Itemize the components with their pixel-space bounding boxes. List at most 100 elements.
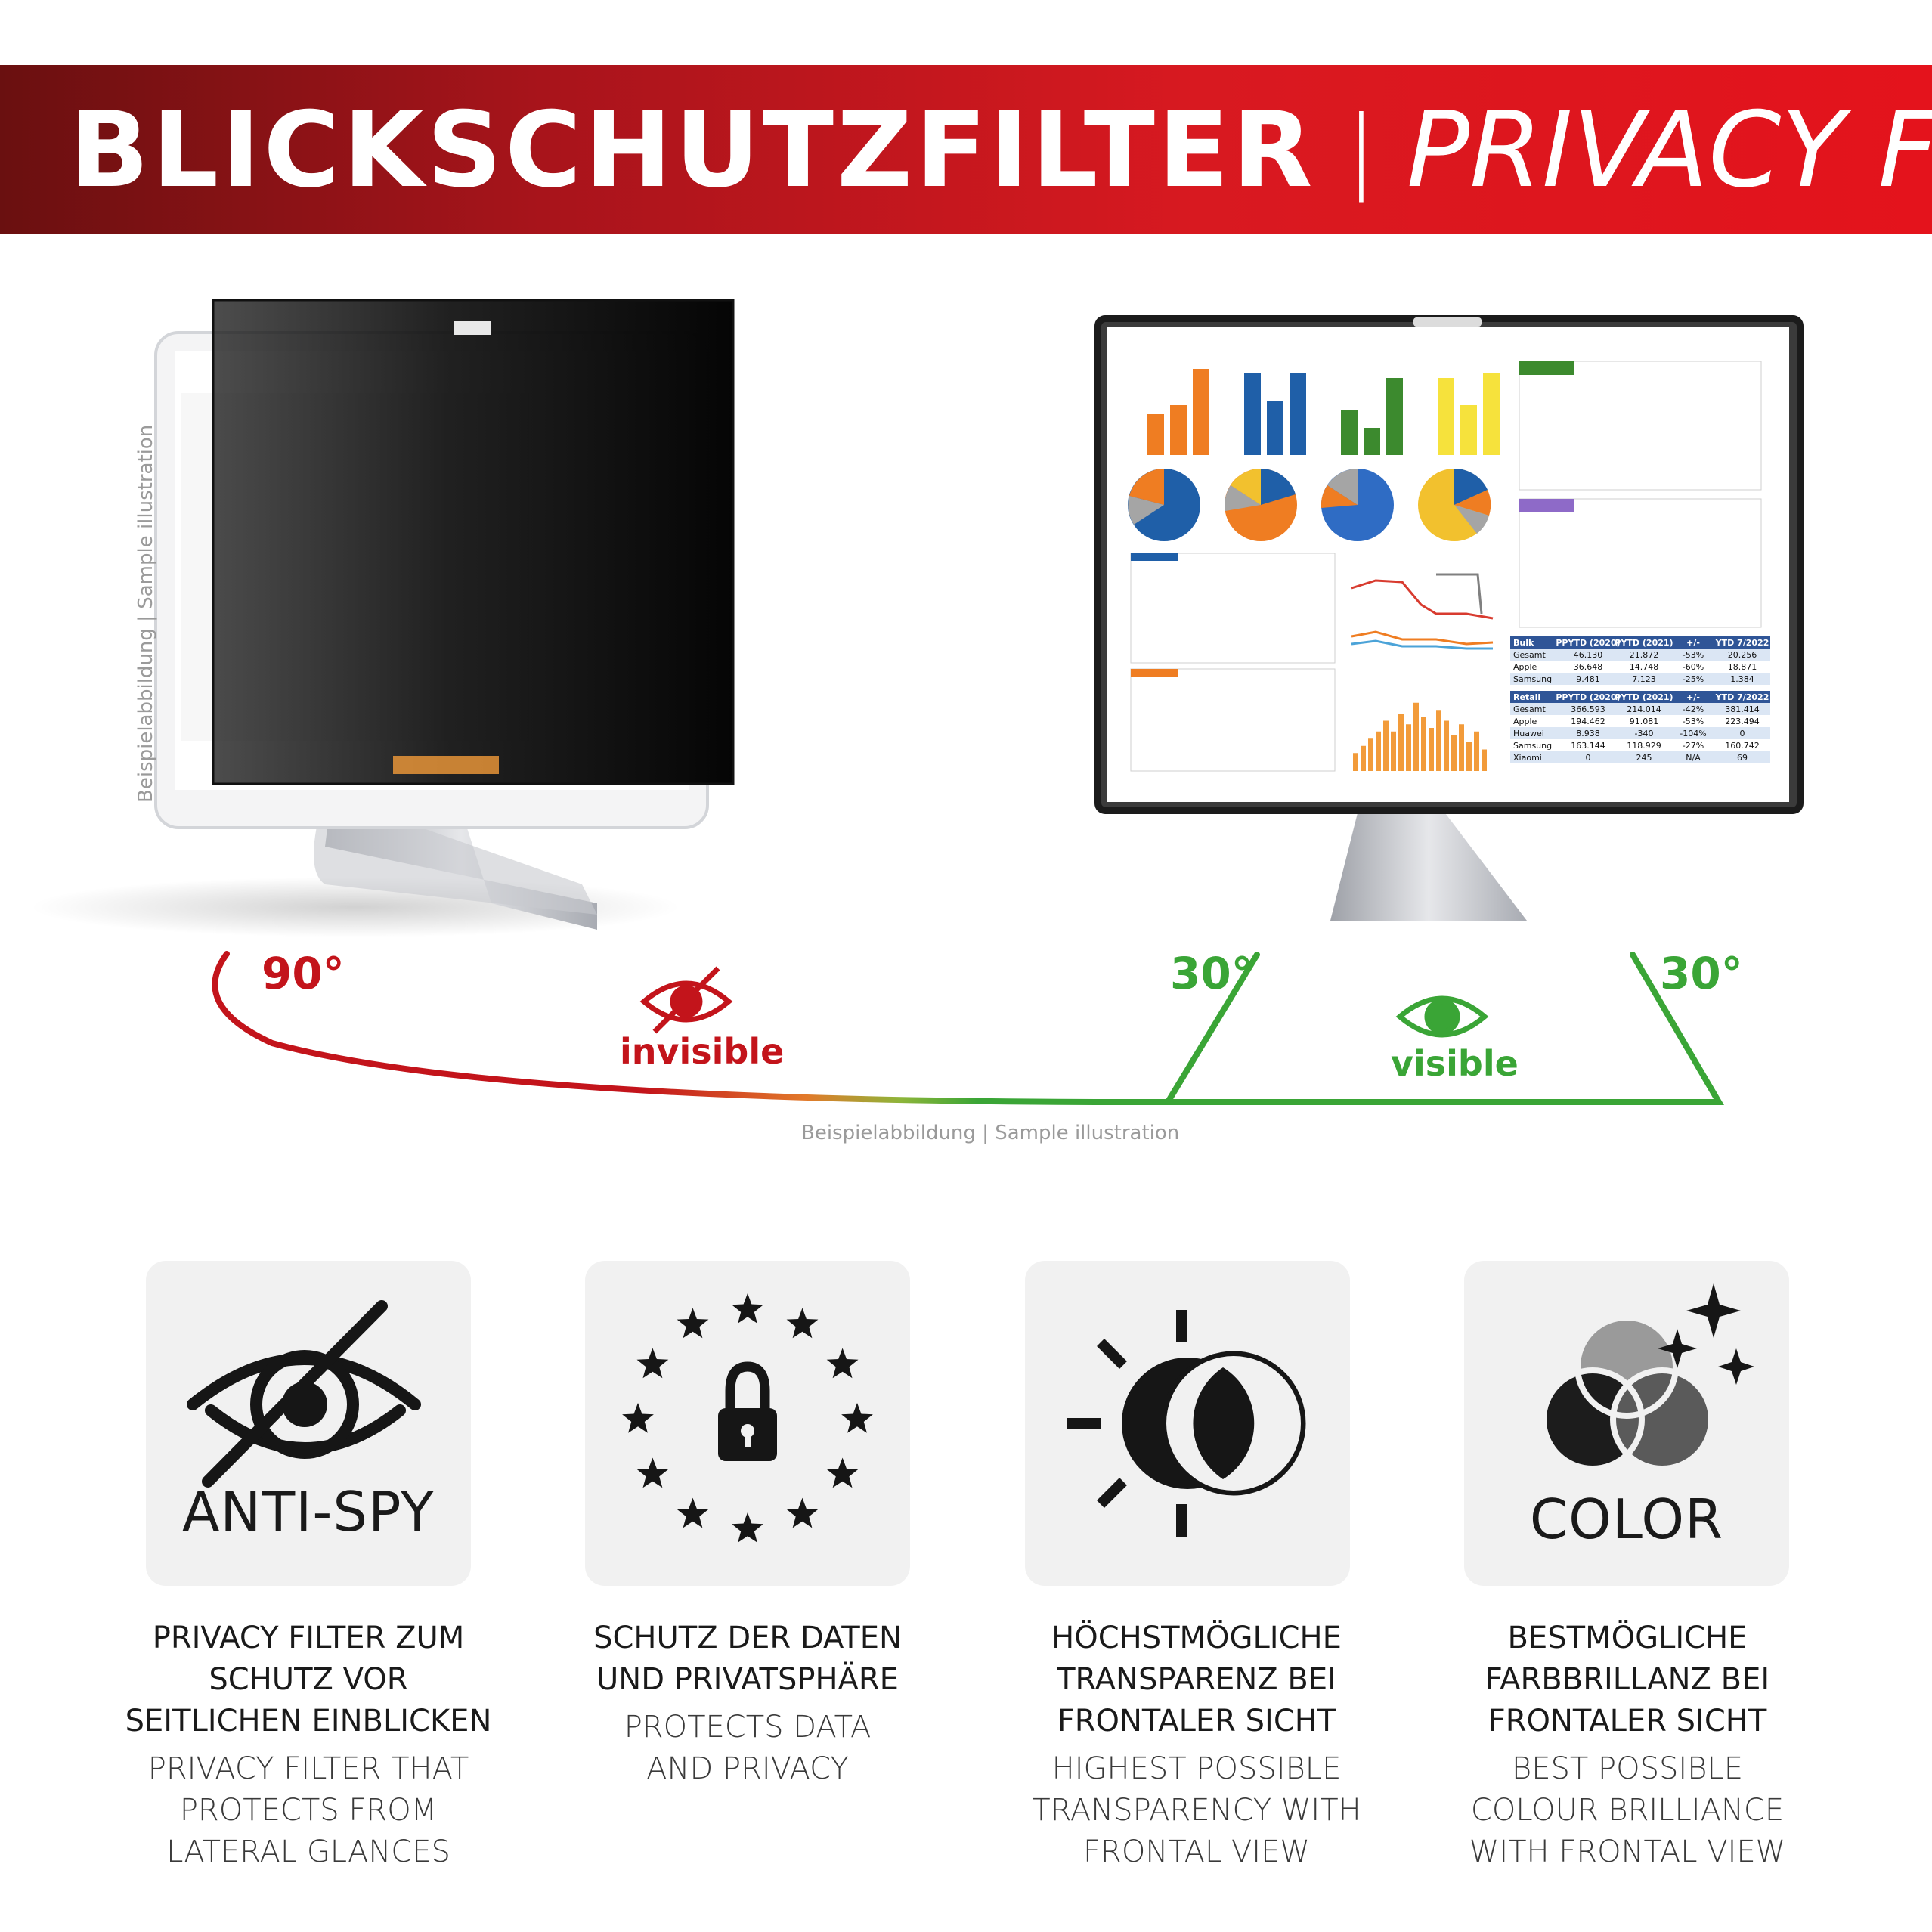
- screen-bar: [1244, 373, 1261, 455]
- table-cell: 194.462: [1571, 717, 1605, 726]
- header-banner: BLICKSCHUTZFILTER | PRIVACY FILTER: [0, 65, 1932, 234]
- feature-de-line: FRONTALER SICHT: [1057, 1704, 1336, 1738]
- table-cell: 245: [1636, 753, 1652, 763]
- table-cell: 214.014: [1627, 704, 1661, 714]
- screen-histogram: [1353, 702, 1487, 771]
- feature-en-line: TRANSPARENCY WITH: [1032, 1793, 1361, 1828]
- table-header-cell: Retail: [1513, 692, 1540, 702]
- histogram-bar: [1429, 728, 1434, 771]
- feature-card-data-protection: [585, 1261, 910, 1586]
- feature-en-line: PROTECTS FROM: [179, 1793, 438, 1828]
- star-icon: [841, 1403, 873, 1433]
- feature-en-line: HIGHEST POSSIBLE: [1051, 1751, 1342, 1786]
- histogram-bar: [1482, 749, 1487, 771]
- table-header-cell: +/-: [1686, 638, 1700, 648]
- table-cell: 366.593: [1571, 704, 1605, 714]
- invisible-label: invisible: [620, 1031, 785, 1072]
- feature-en-line: BEST POSSIBLE: [1512, 1751, 1743, 1786]
- star-icon: [622, 1403, 654, 1433]
- banner-title-en: PRIVACY FILTER: [1406, 88, 1932, 211]
- table-cell: -53%: [1683, 717, 1704, 726]
- feature-de-line: UND PRIVATSPHÄRE: [596, 1662, 899, 1697]
- screen-bar: [1483, 373, 1500, 455]
- table-cell: 163.144: [1571, 741, 1605, 751]
- star-icon: [732, 1293, 763, 1324]
- table-header-cell: PPYTD (2020): [1556, 692, 1620, 702]
- table-cell: -42%: [1683, 704, 1704, 714]
- angle-30-left-label: 30°: [1170, 948, 1253, 999]
- screen-small-tables: [1130, 361, 1762, 772]
- angle-30-right-label: 30°: [1660, 948, 1743, 999]
- star-icon: [677, 1308, 709, 1339]
- feature-en-line: AND PRIVACY: [646, 1751, 849, 1786]
- table-cell: -27%: [1683, 741, 1704, 751]
- table-cell: 69: [1737, 753, 1748, 763]
- viewing-angle-diagram: [212, 951, 1724, 1106]
- feature-de-line: PRIVACY FILTER ZUM: [152, 1621, 465, 1655]
- feature-de-line: BESTMÖGLICHE: [1507, 1621, 1748, 1655]
- table-cell: -53%: [1683, 650, 1704, 660]
- histogram-bar: [1353, 753, 1358, 771]
- table-cell: Gesamt: [1513, 704, 1546, 714]
- histogram-bar: [1459, 724, 1464, 771]
- table-cell: 91.081: [1630, 717, 1659, 726]
- feature-de-line: FRONTALER SICHT: [1488, 1704, 1767, 1738]
- histogram-bar: [1406, 724, 1411, 771]
- star-icon: [677, 1497, 709, 1528]
- star-icon: [636, 1348, 669, 1379]
- histogram-bar: [1466, 742, 1472, 771]
- table-header-cell: Bulk: [1513, 638, 1534, 648]
- feature-de-line: SCHUTZ VOR: [209, 1662, 408, 1697]
- histogram-bar: [1413, 702, 1419, 771]
- table-header-cell: YTD 7/2022: [1715, 638, 1769, 648]
- eye-crossed-icon: [639, 966, 733, 1034]
- feature-en-line: COLOUR BRILLIANCE: [1470, 1793, 1785, 1828]
- table-row-bg: [1510, 751, 1770, 763]
- table-cell: 36.648: [1574, 662, 1603, 672]
- table-header-cell: PPYTD (2020): [1556, 638, 1620, 648]
- table-cell: -340: [1635, 729, 1654, 738]
- table-cell: Xiaomi: [1513, 753, 1542, 763]
- table-cell: 18.871: [1728, 662, 1757, 672]
- histogram-bar: [1398, 714, 1404, 771]
- feature-en-line: FRONTAL VIEW: [1083, 1834, 1310, 1869]
- screen-pie-charts: [1128, 468, 1491, 541]
- angle-90-label: 90°: [262, 948, 345, 999]
- feature-text-transparency: HÖCHSTMÖGLICHE TRANSPARENZ BEI FRONTALER…: [985, 1618, 1408, 1873]
- table-cell: 381.414: [1725, 704, 1760, 714]
- eye-icon: [1395, 995, 1489, 1038]
- table-cell: 0: [1586, 753, 1591, 763]
- feature-de-line: SEITLICHEN EINBLICKEN: [125, 1704, 492, 1738]
- table-cell: 20.256: [1728, 650, 1757, 660]
- screen-bar: [1267, 401, 1283, 455]
- table-cell: 118.929: [1627, 741, 1661, 751]
- feature-text-anti-spy: PRIVACY FILTER ZUM SCHUTZ VOR SEITLICHEN…: [97, 1618, 520, 1873]
- table-cell: 0: [1740, 729, 1745, 738]
- table-header-bg: [1510, 691, 1770, 703]
- banner-separator: |: [1345, 97, 1376, 203]
- histogram-bar: [1451, 735, 1457, 771]
- screen-bar: [1438, 378, 1454, 455]
- bottom-sample-caption: Beispielabbildung | Sample illustration: [801, 1122, 1180, 1144]
- card-title-color: COLOR: [1529, 1488, 1724, 1551]
- screen-bar: [1170, 405, 1187, 455]
- table-header-cell: PYTD (2021): [1615, 692, 1673, 702]
- feature-de-line: FARBBRILLANZ BEI: [1485, 1662, 1770, 1697]
- table-cell: 46.130: [1574, 650, 1603, 660]
- feature-en-line: LATERAL GLANCES: [166, 1834, 450, 1869]
- screen-bar: [1460, 405, 1477, 455]
- star-icon: [826, 1457, 859, 1488]
- table-cell: 1.384: [1730, 674, 1754, 684]
- screen-bar: [1193, 369, 1209, 455]
- screen-bar: [1386, 378, 1403, 455]
- table-row-bg: [1510, 673, 1770, 685]
- table-cell: Apple: [1513, 662, 1537, 672]
- star-icon: [636, 1457, 669, 1488]
- screen-line-chart: [1351, 573, 1494, 650]
- eu-lock-icon: [622, 1293, 873, 1543]
- table-row-bg: [1510, 727, 1770, 739]
